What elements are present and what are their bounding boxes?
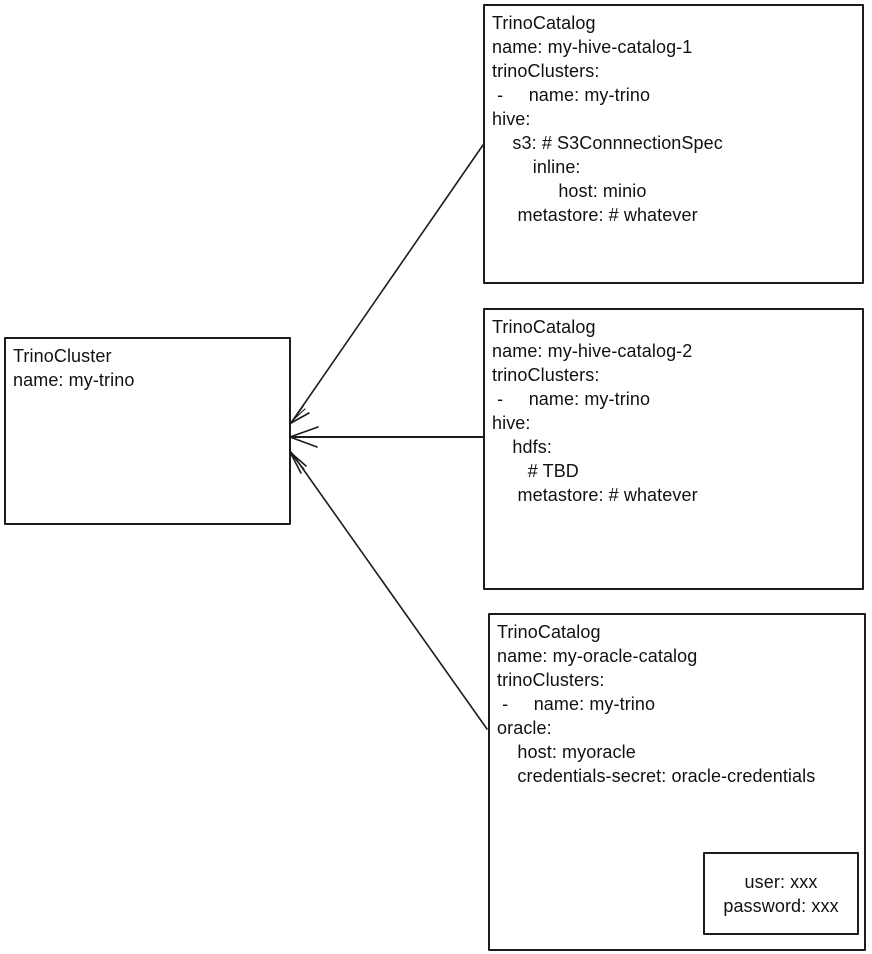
- yaml-line: hdfs:: [492, 437, 552, 457]
- trino-cluster-box: TrinoCluster name: my-trino: [4, 337, 291, 525]
- yaml-line: metastore: # whatever: [492, 205, 698, 225]
- yaml-line: - name: my-trino: [497, 694, 656, 714]
- yaml-line: host: myoracle: [497, 742, 636, 762]
- yaml-line: TrinoCatalog: [492, 13, 596, 33]
- yaml-line: hive:: [492, 413, 531, 433]
- trino-cluster-yaml: TrinoCluster name: my-trino: [6, 339, 289, 392]
- connector-catalog3-to-cluster: [289, 451, 488, 730]
- trino-catalog-3-yaml: TrinoCatalog name: my-oracle-catalog tri…: [490, 615, 864, 788]
- arrowhead-icon: [289, 426, 319, 438]
- yaml-line: TrinoCatalog: [497, 622, 601, 642]
- arrowhead-icon: [289, 451, 307, 467]
- yaml-line: oracle:: [497, 718, 552, 738]
- yaml-line: name: my-oracle-catalog: [497, 646, 698, 666]
- connector-catalog1-to-cluster: [290, 144, 484, 424]
- arrowhead-icon: [290, 412, 310, 424]
- yaml-line: TrinoCluster: [13, 346, 112, 366]
- yaml-line: inline:: [492, 157, 581, 177]
- arrowhead-icon: [290, 405, 304, 424]
- yaml-line: host: minio: [492, 181, 647, 201]
- arrowhead-icon: [289, 451, 302, 474]
- yaml-line: - name: my-trino: [492, 85, 651, 105]
- arrowhead-icon: [289, 436, 318, 448]
- arrowhead-icon: [290, 453, 305, 470]
- yaml-line: name: my-trino: [13, 370, 135, 390]
- yaml-line: s3: # S3ConnnectionSpec: [492, 133, 723, 153]
- credentials-user-line: user: xxx: [744, 871, 818, 892]
- trino-catalog-box-hive-2: TrinoCatalog name: my-hive-catalog-2 tri…: [483, 308, 864, 590]
- arrowhead-icon: [291, 408, 306, 422]
- yaml-line: name: my-hive-catalog-1: [492, 37, 693, 57]
- trino-catalog-2-yaml: TrinoCatalog name: my-hive-catalog-2 tri…: [485, 310, 862, 507]
- yaml-line: name: my-hive-catalog-2: [492, 341, 693, 361]
- credentials-box: user: xxx password: xxx: [703, 852, 859, 935]
- yaml-line: trinoClusters:: [492, 365, 600, 385]
- yaml-line: hive:: [492, 109, 531, 129]
- trino-catalog-1-yaml: TrinoCatalog name: my-hive-catalog-1 tri…: [485, 6, 862, 227]
- yaml-line: trinoClusters:: [492, 61, 600, 81]
- trino-catalog-box-hive-1: TrinoCatalog name: my-hive-catalog-1 tri…: [483, 4, 864, 284]
- credentials-password-line: password: xxx: [723, 895, 839, 916]
- connector-catalog2-to-cluster: [289, 426, 484, 448]
- yaml-line: metastore: # whatever: [492, 485, 698, 505]
- yaml-line: TrinoCatalog: [492, 317, 596, 337]
- yaml-line: # TBD: [492, 461, 579, 481]
- yaml-line: credentials-secret: oracle-credentials: [497, 766, 816, 786]
- yaml-line: - name: my-trino: [492, 389, 651, 409]
- yaml-line: trinoClusters:: [497, 670, 605, 690]
